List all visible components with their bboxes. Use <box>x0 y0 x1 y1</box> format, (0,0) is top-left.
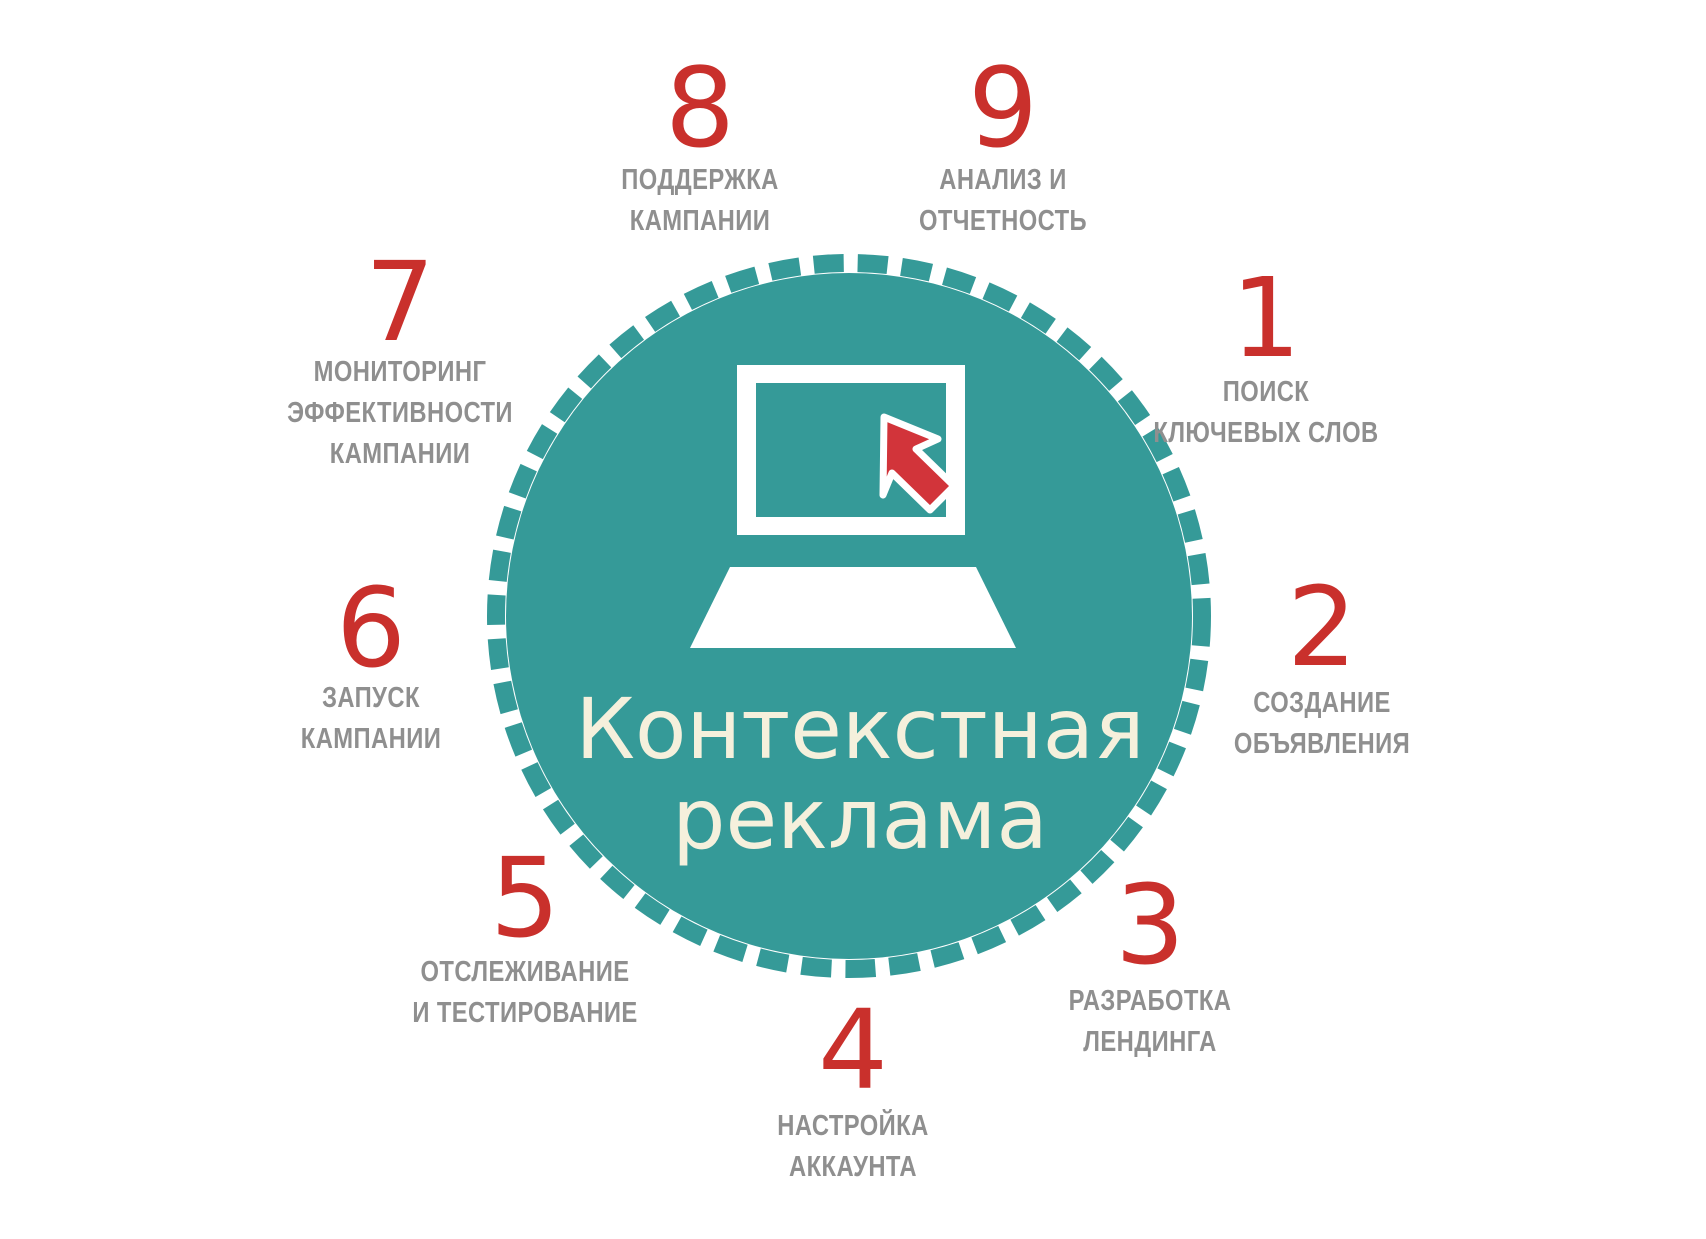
step-2-number: 2 <box>1286 563 1357 691</box>
step-1-number: 1 <box>1230 254 1301 382</box>
laptop-keyboard-base <box>690 567 1016 648</box>
step-4-label: НАСТРОЙКА АККАУНТА <box>777 1106 928 1188</box>
step-1-label: ПОИСК КЛЮЧЕВЫХ СЛОВ <box>1153 372 1378 454</box>
step-7-number: 7 <box>364 238 435 366</box>
step-7: 7 МОНИТОРИНГ ЭФФЕКТИВНОСТИ КАМПАНИИ <box>262 238 537 475</box>
step-4-label-line1: НАСТРОЙКА <box>777 1110 929 1142</box>
step-8-label: ПОДДЕРЖКА КАМПАНИИ <box>621 160 778 242</box>
step-6: 6 ЗАПУСК КАМПАНИИ <box>285 564 456 760</box>
step-3-number: 3 <box>1115 861 1185 989</box>
step-1-label-line1: ПОИСК <box>1222 376 1310 408</box>
step-2-label: СОЗДАНИЕ ОБЪЯВЛЕНИЯ <box>1234 683 1410 765</box>
step-9-label-line1: АНАЛИЗ И <box>939 164 1067 196</box>
step-6-label: ЗАПУСК КАМПАНИИ <box>301 678 441 760</box>
step-9-label-line2: ОТЧЕТНОСТЬ <box>918 205 1088 237</box>
center-title-line1: Контекстная <box>575 680 1145 778</box>
step-8-label-line1: ПОДДЕРЖКА <box>621 164 779 196</box>
step-5: 5 ОТСЛЕЖИВАНИЕ И ТЕСТИРОВАНИЕ <box>388 834 663 1034</box>
step-6-label-line1: ЗАПУСК <box>322 682 420 714</box>
step-3-label-line1: РАЗРАБОТКА <box>1068 985 1232 1017</box>
step-5-number: 5 <box>489 834 560 962</box>
step-9-label: АНАЛИЗ И ОТЧЕТНОСТЬ <box>919 160 1087 242</box>
step-8-label-line2: КАМПАНИИ <box>629 205 771 237</box>
step-7-label-line1: МОНИТОРИНГ <box>313 356 487 388</box>
step-4-number: 4 <box>817 986 888 1114</box>
step-4-label-line2: АККАУНТА <box>789 1151 917 1183</box>
cursor-arrow-icon <box>879 413 958 514</box>
step-9: 9 АНАЛИЗ И ОТЧЕТНОСТЬ <box>901 44 1106 242</box>
step-9-number: 9 <box>967 44 1038 172</box>
step-1: 1 ПОИСК КЛЮЧЕВЫХ СЛОВ <box>1129 254 1404 454</box>
center-title-line2: реклама <box>672 770 1048 868</box>
step-5-label: ОТСЛЕЖИВАНИЕ И ТЕСТИРОВАНИЕ <box>412 952 637 1034</box>
step-1-label-line2: КЛЮЧЕВЫХ СЛОВ <box>1153 417 1379 449</box>
step-3-label: РАЗРАБОТКА ЛЕНДИНГА <box>1069 981 1232 1063</box>
step-6-label-line2: КАМПАНИИ <box>300 723 442 755</box>
step-2-label-line1: СОЗДАНИЕ <box>1253 687 1391 719</box>
step-4: 4 НАСТРОЙКА АККАУНТА <box>761 986 946 1188</box>
step-7-label: МОНИТОРИНГ ЭФФЕКТИВНОСТИ КАМПАНИИ <box>287 352 513 475</box>
step-8: 8 ПОДДЕРЖКА КАМПАНИИ <box>604 44 796 242</box>
step-7-label-line2: ЭФФЕКТИВНОСТИ <box>287 397 513 429</box>
step-5-label-line1: ОТСЛЕЖИВАНИЕ <box>420 956 630 988</box>
step-3-label-line2: ЛЕНДИНГА <box>1083 1026 1217 1058</box>
step-2-label-line2: ОБЪЯВЛЕНИЯ <box>1233 728 1411 760</box>
dashed-rim <box>487 254 1211 978</box>
step-8-number: 8 <box>665 44 735 172</box>
center-title: Контекстная реклама <box>575 684 1144 864</box>
step-5-label-line2: И ТЕСТИРОВАНИЕ <box>412 997 638 1029</box>
step-6-number: 6 <box>336 564 406 692</box>
step-3: 3 РАЗРАБОТКА ЛЕНДИНГА <box>1051 861 1249 1063</box>
step-2: 2 СОЗДАНИЕ ОБЪЯВЛЕНИЯ <box>1215 563 1430 765</box>
step-7-label-line3: КАМПАНИИ <box>329 438 471 470</box>
laptop-with-cursor-icon <box>690 365 1016 648</box>
